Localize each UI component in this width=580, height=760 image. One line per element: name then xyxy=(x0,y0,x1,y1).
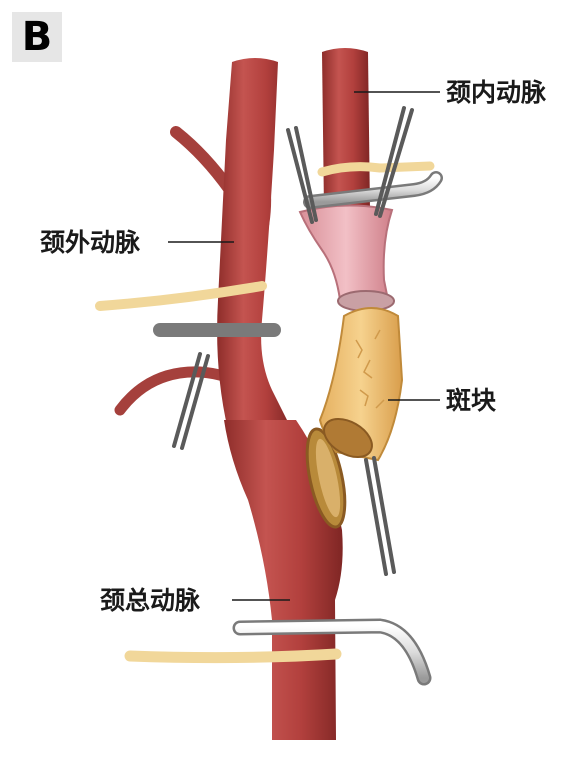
forceps-plaque xyxy=(364,456,396,576)
external-carotid-artery xyxy=(217,58,292,430)
branch-upper-left xyxy=(170,126,236,196)
panel-letter-badge: B xyxy=(12,12,62,62)
internal-carotid-artery xyxy=(322,48,370,210)
plaque-lumen xyxy=(323,418,373,458)
tape-external-carotid xyxy=(95,281,267,311)
forceps-internal-carotid xyxy=(286,106,414,224)
tape-internal-carotid xyxy=(317,161,435,177)
label-external-carotid: 颈外动脉 xyxy=(40,228,141,257)
tape-common-carotid xyxy=(124,648,342,664)
everted-vessel-segment xyxy=(298,204,394,301)
label-plaque: 斑块 xyxy=(446,386,497,415)
label-common-carotid: 颈总动脉 xyxy=(100,586,201,615)
label-internal-carotid: 颈内动脉 xyxy=(446,78,547,107)
forceps-lower-left xyxy=(172,352,210,450)
